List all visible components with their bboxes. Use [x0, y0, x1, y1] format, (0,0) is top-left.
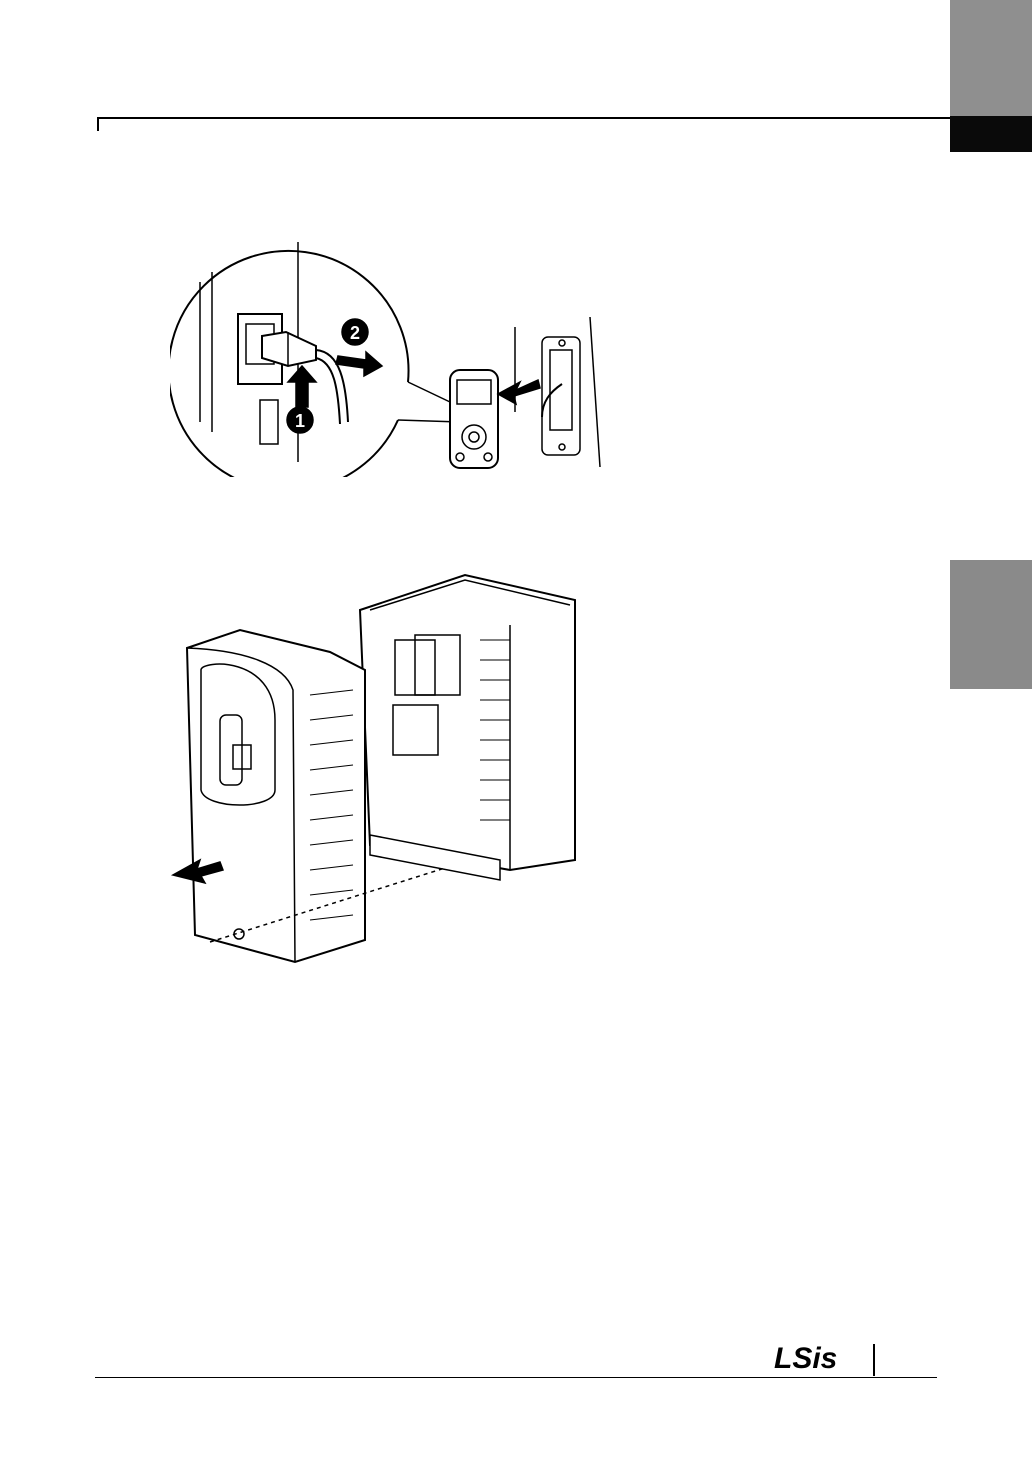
chapter-tab-active	[950, 116, 1032, 152]
brand-text: LSis	[774, 1342, 837, 1375]
callout-1: 1	[295, 411, 305, 431]
header-rule	[97, 117, 950, 119]
chapter-tab-section	[950, 560, 1032, 689]
footer-rule	[95, 1377, 937, 1378]
keypad-cable-figure: 1 2	[170, 232, 620, 477]
front-cover-figure	[165, 570, 585, 970]
lsis-logo-icon: LSis	[772, 1340, 862, 1376]
chapter-tab-top	[950, 0, 1032, 116]
header-rule-tick	[97, 117, 99, 131]
footer-divider	[873, 1344, 875, 1376]
callout-2: 2	[350, 323, 360, 343]
